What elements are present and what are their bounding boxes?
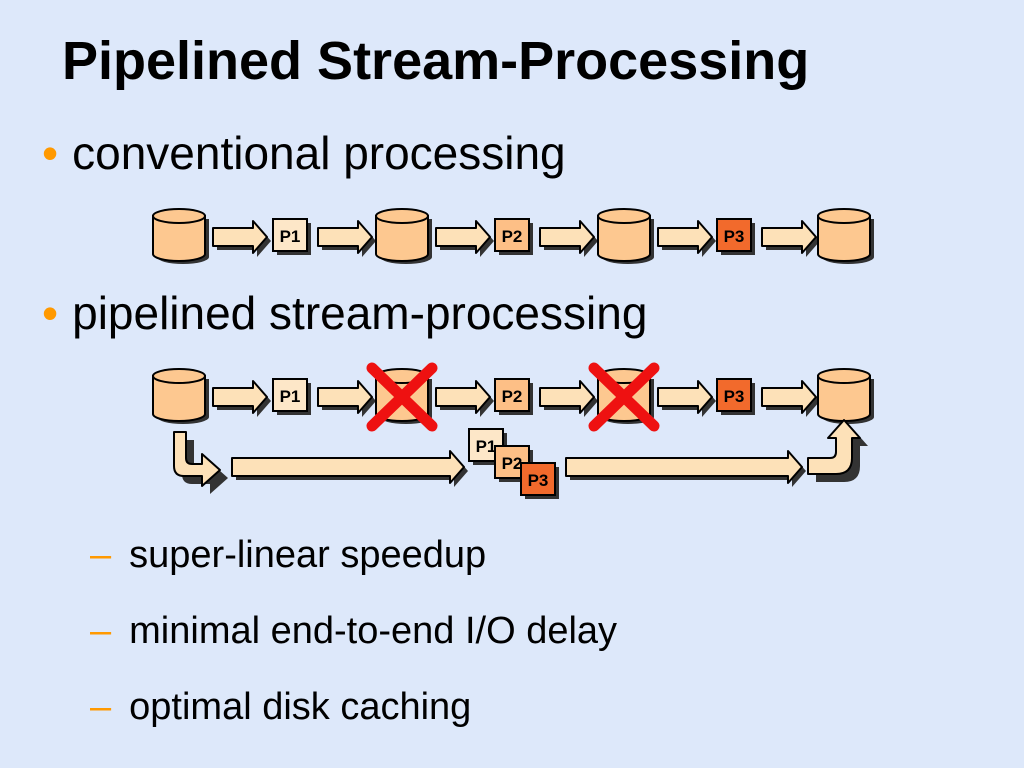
process-box-p2: P2 (494, 378, 533, 415)
bullet-conventional: •conventional processing (42, 126, 566, 180)
arrow-right-icon (212, 380, 272, 418)
bent-arrow-right-up-icon (807, 419, 868, 482)
dash-icon: – (90, 534, 112, 576)
bullet-text: conventional processing (72, 127, 566, 179)
process-label: P2 (502, 387, 523, 406)
disk-icon (817, 208, 875, 265)
process-label: P2 (502, 227, 523, 246)
sub-bullet-caching: –optimal disk caching (90, 686, 471, 729)
bullet-dot-icon: • (42, 127, 59, 179)
sub-bullet-io-delay: –minimal end-to-end I/O delay (90, 610, 617, 653)
process-box-p3: P3 (716, 378, 755, 415)
arrow-right-icon (435, 220, 495, 258)
process-label: P3 (724, 227, 745, 246)
process-label: P1 (280, 227, 301, 246)
cross-icon (366, 362, 438, 432)
stacked-process-p3: P3 (520, 462, 559, 499)
arrow-right-icon (761, 220, 821, 258)
arrow-right-icon (761, 380, 821, 418)
dash-icon: – (90, 686, 112, 728)
sub-bullet-text: optimal disk caching (129, 686, 472, 728)
process-box-p3: P3 (716, 218, 755, 255)
long-arrow-right-icon (565, 450, 806, 487)
bullet-text: pipelined stream-processing (72, 287, 648, 339)
cross-icon (588, 362, 660, 432)
sub-bullet-speedup: –super-linear speedup (90, 534, 486, 577)
pipelined-pipeline: P1 P2 P3 (152, 362, 875, 432)
stream-bypass: P1 P2 P3 (173, 419, 868, 499)
arrow-right-icon (539, 220, 599, 258)
disk-icon (597, 208, 655, 265)
process-label: P3 (724, 387, 745, 406)
disk-icon (152, 368, 210, 425)
sub-bullet-text: super-linear speedup (129, 534, 487, 576)
disk-icon (375, 208, 433, 265)
process-label: P1 (476, 437, 497, 456)
process-label: P3 (528, 471, 549, 490)
arrow-right-icon (435, 380, 495, 418)
process-box-p2: P2 (494, 218, 533, 255)
disk-icon (152, 208, 210, 265)
arrow-right-icon (657, 380, 717, 418)
conventional-pipeline: P1 P2 P3 (152, 208, 875, 265)
arrow-right-icon (657, 220, 717, 258)
arrow-right-icon (317, 380, 377, 418)
process-label: P2 (502, 454, 523, 473)
sub-bullet-text: minimal end-to-end I/O delay (129, 610, 618, 652)
long-arrow-right-icon (231, 450, 468, 487)
bullet-pipelined: •pipelined stream-processing (42, 286, 647, 340)
dash-icon: – (90, 610, 112, 652)
bent-arrow-down-right-icon (173, 431, 228, 494)
arrow-right-icon (539, 380, 599, 418)
bullet-dot-icon: • (42, 287, 59, 339)
slide-title: Pipelined Stream-Processing (62, 31, 810, 91)
process-label: P1 (280, 387, 301, 406)
arrow-right-icon (212, 220, 272, 258)
process-box-p1: P1 (272, 218, 311, 255)
arrow-right-icon (317, 220, 377, 258)
disk-icon (817, 368, 875, 425)
process-box-p1: P1 (272, 378, 311, 415)
